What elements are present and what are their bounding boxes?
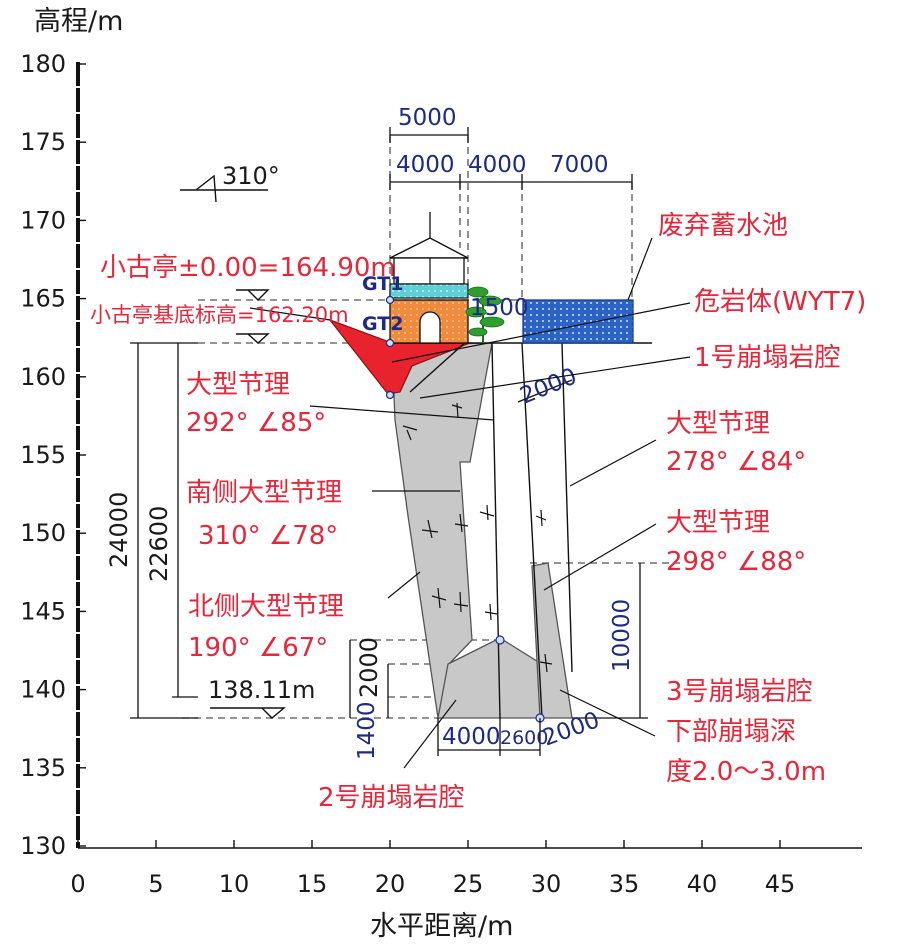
pavilion-upper-icon <box>393 257 465 285</box>
y-tick-label: 155 <box>20 441 66 469</box>
dimension-labels: 5000 4000 4000 7000 1500 2000 24000 2260… <box>105 105 635 760</box>
y-tick-label: 180 <box>20 50 66 78</box>
x-tick-label: 5 <box>148 870 163 898</box>
reference-lines <box>182 135 680 719</box>
y-axis-ticks: 180 175 170 165 160 155 150 145 140 135 130 <box>20 50 86 860</box>
y-tick-label: 140 <box>20 676 66 704</box>
pavilion-base-label: 小古亭基底标高=162.20m <box>90 303 349 327</box>
azimuth-label: 310° <box>222 162 280 190</box>
pavilion-roof-icon <box>389 237 469 259</box>
annotations: 小古亭±0.00=164.90m 小古亭基底标高=162.20m 138.11m… <box>90 211 866 813</box>
level-markers <box>210 289 286 719</box>
leader-lines <box>249 237 691 769</box>
dim-4000-a: 4000 <box>396 152 455 178</box>
pool-label: 废弃蓄水池 <box>658 211 788 241</box>
joint-3-attitude: 298° ∠88° <box>666 547 806 577</box>
joint-1-name: 大型节理 <box>186 370 290 400</box>
joint-south-name: 南侧大型节理 <box>186 478 342 508</box>
main-rock-column <box>391 342 493 719</box>
dim-2600: 2600 <box>500 727 548 749</box>
x-tick-label: 0 <box>70 870 85 898</box>
y-axis-label: 高程/m <box>34 6 123 37</box>
dim-5000: 5000 <box>398 105 457 131</box>
x-tick-label: 30 <box>531 870 562 898</box>
joint-north-attitude: 190° ∠67° <box>188 633 328 663</box>
dim-10000: 10000 <box>609 599 635 672</box>
dim-1500: 1500 <box>470 295 529 321</box>
gt2-label: GT2 <box>362 313 403 335</box>
y-tick-label: 170 <box>20 206 66 234</box>
dimension-lines <box>130 127 648 756</box>
danger-rock-label: 危岩体(WYT7) <box>694 287 866 317</box>
x-tick-label: 15 <box>297 870 328 898</box>
cavity-1-label: 1号崩塌岩腔 <box>694 343 841 373</box>
joint-north-name: 北侧大型节理 <box>188 592 344 622</box>
cavity-3-line-3: 度2.0～3.0m <box>666 757 826 787</box>
x-axis-ticks: 0 5 10 15 20 25 30 35 40 45 <box>70 840 795 898</box>
x-tick-label: 20 <box>375 870 406 898</box>
rock-mass <box>328 318 652 723</box>
dim-24000: 24000 <box>105 492 133 568</box>
dim-7000: 7000 <box>550 152 609 178</box>
y-tick-label: 165 <box>20 285 66 313</box>
joint-1-attitude: 292° ∠85° <box>186 408 326 438</box>
dim-22600: 22600 <box>145 506 173 582</box>
x-axis-label: 水平距离/m <box>370 911 513 942</box>
joint-south-attitude: 310° ∠78° <box>198 521 338 551</box>
tree-icon <box>465 286 505 343</box>
joint-3-name: 大型节理 <box>666 508 770 538</box>
dim-4000-bottom: 4000 <box>442 724 501 750</box>
y-tick-label: 130 <box>20 832 66 860</box>
x-tick-label: 10 <box>219 870 250 898</box>
azimuth-symbol-icon: 310° <box>180 162 280 203</box>
x-tick-label: 45 <box>765 870 796 898</box>
dim-4000-b: 4000 <box>468 152 527 178</box>
cavity-3-line-2: 下部崩塌深 <box>666 717 796 747</box>
dim-2000-top: 2000 <box>517 364 581 410</box>
joint-2-attitude: 278° ∠84° <box>666 447 806 477</box>
structures <box>385 212 634 348</box>
dim-2000-left: 2000 <box>355 637 383 698</box>
joint-2-name: 大型节理 <box>666 409 770 439</box>
x-tick-label: 25 <box>453 870 484 898</box>
pavilion-level-label: 小古亭±0.00=164.90m <box>100 253 396 283</box>
y-tick-label: 135 <box>20 754 66 782</box>
y-tick-label: 160 <box>20 363 66 391</box>
abandoned-pool-icon <box>522 299 634 344</box>
axes: 180 175 170 165 160 155 150 145 140 135 130 0 5 10 15… <box>20 6 862 942</box>
cavity-3-line-1: 3号崩塌岩腔 <box>666 677 813 707</box>
x-tick-label: 35 <box>609 870 640 898</box>
x-tick-label: 40 <box>687 870 718 898</box>
y-tick-label: 175 <box>20 128 66 156</box>
y-tick-label: 145 <box>20 597 66 625</box>
dim-1400: 1400 <box>354 701 380 760</box>
bottom-level-label: 138.11m <box>208 676 315 704</box>
cavity-2-label: 2号崩塌岩腔 <box>318 783 465 813</box>
y-tick-label: 150 <box>20 519 66 547</box>
gt1-label: GT1 <box>362 273 403 295</box>
